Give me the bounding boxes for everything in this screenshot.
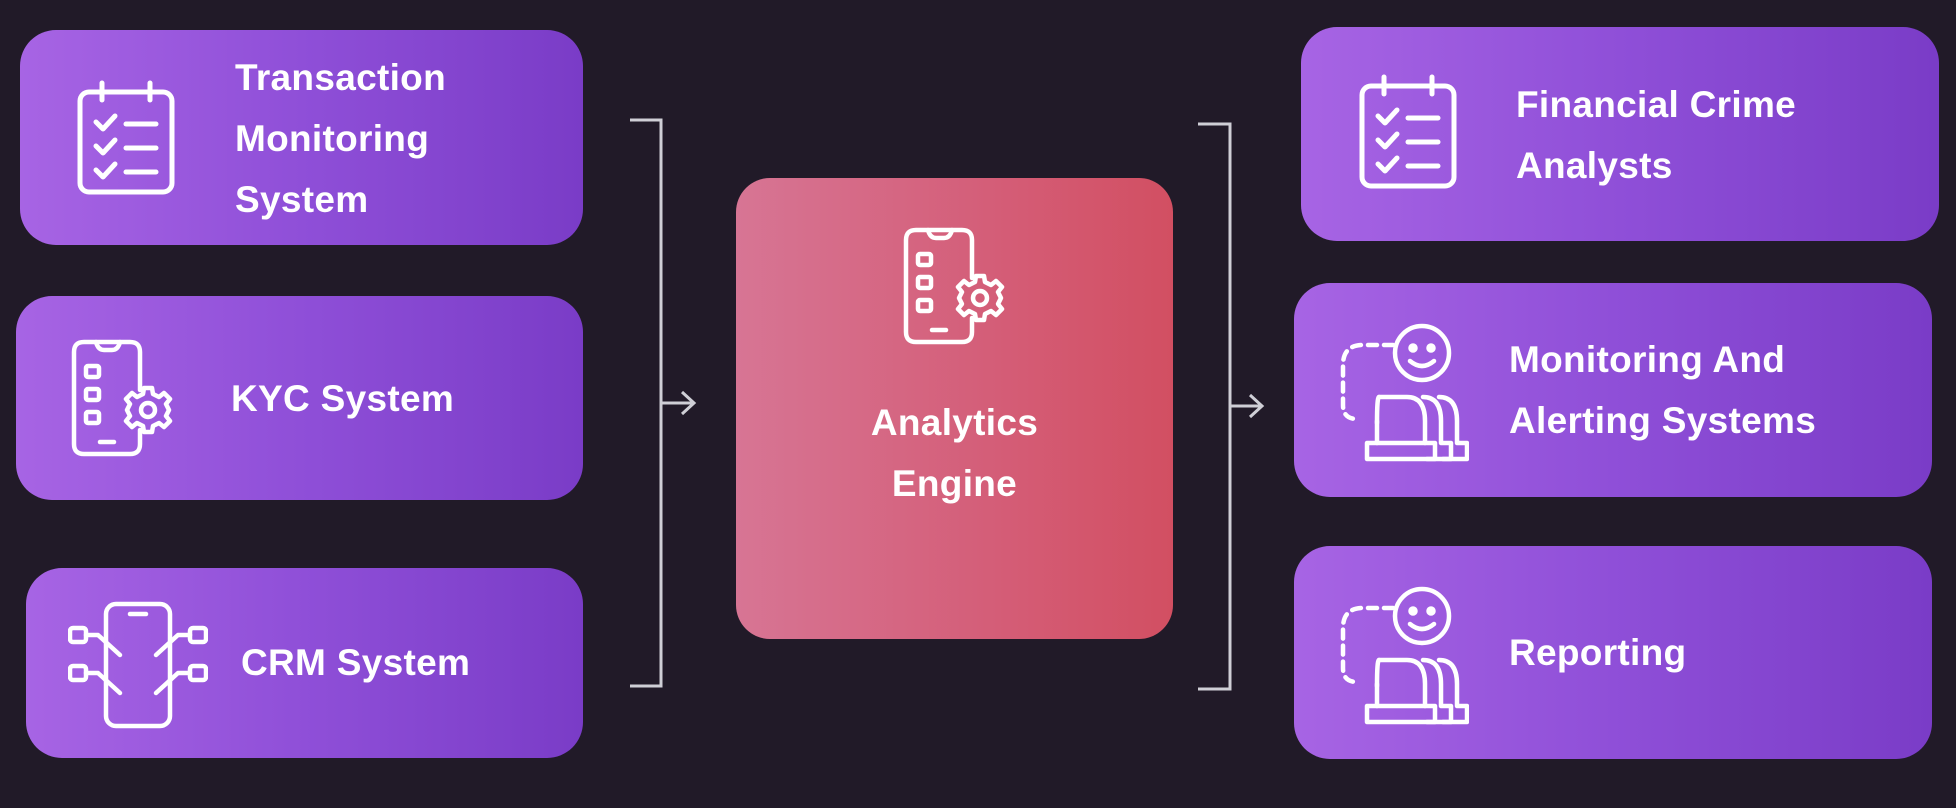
output-label-reporting: Reporting <box>1509 632 1687 673</box>
analytics-engine-label: Analytics Engine <box>870 402 1039 504</box>
output-box-monitoring-alerting: Monitoring And Alerting Systems <box>1294 283 1932 497</box>
output-label-monitoring-alerting: Monitoring And Alerting Systems <box>1509 339 1817 441</box>
input-bracket <box>630 118 663 688</box>
phone-gear-icon <box>71 339 173 457</box>
input-box-crm-system: CRM System <box>26 568 583 758</box>
output-label-financial-crime-analysts: Financial Crime Analysts <box>1516 84 1797 186</box>
output-bracket <box>1198 122 1232 691</box>
phone-gear-icon <box>903 227 1005 345</box>
input-label-transaction-monitoring: Transaction Monitoring System <box>235 57 446 220</box>
user-group-icon <box>1340 323 1469 462</box>
input-box-kyc-system: KYC System <box>16 296 583 500</box>
input-label-kyc-system: KYC System <box>231 378 455 419</box>
checklist-icon <box>77 80 175 195</box>
user-group-icon <box>1340 586 1469 725</box>
input-box-transaction-monitoring: Transaction Monitoring System <box>20 30 583 245</box>
input-arrow-head <box>680 390 697 416</box>
output-arrow-head <box>1248 393 1265 419</box>
output-box-financial-crime-analysts: Financial Crime Analysts <box>1301 27 1939 241</box>
analytics-engine-box: Analytics Engine <box>736 178 1173 639</box>
input-label-crm-system: CRM System <box>241 642 471 683</box>
output-box-reporting: Reporting <box>1294 546 1932 759</box>
phone-network-icon <box>68 601 208 729</box>
checklist-icon <box>1359 74 1457 189</box>
